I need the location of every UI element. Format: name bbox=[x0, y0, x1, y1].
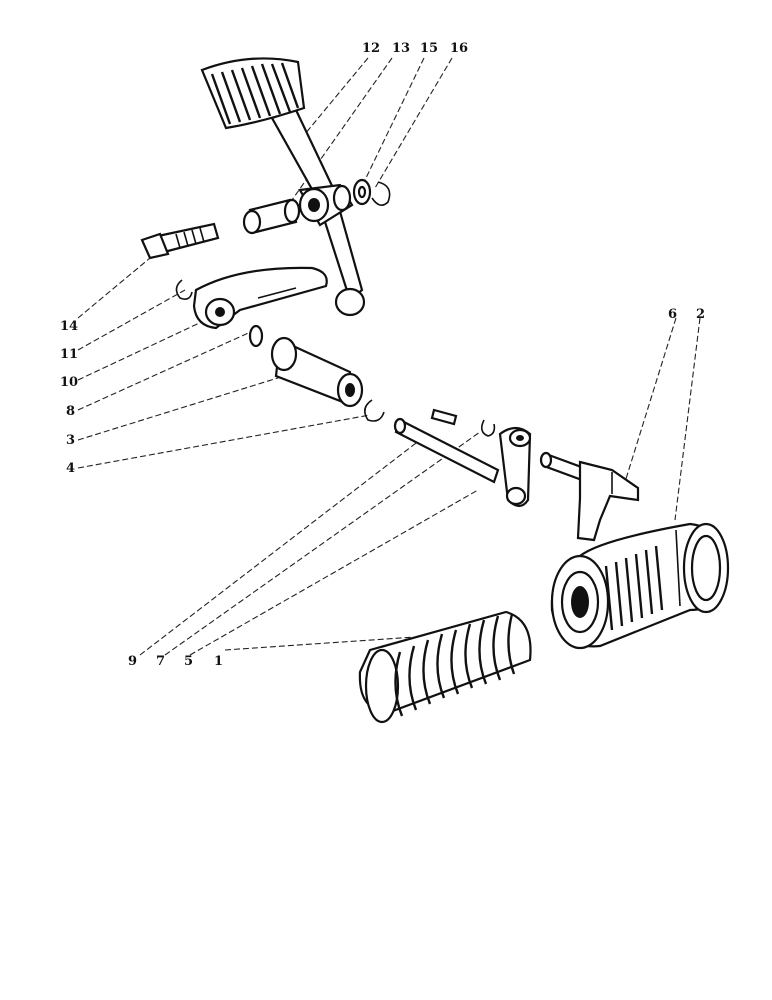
callout-labels: 12 13 15 16 14 11 10 8 3 4 6 2 9 7 5 1 bbox=[60, 41, 705, 669]
callout-4: 4 bbox=[66, 461, 75, 476]
release-fork bbox=[539, 451, 640, 542]
retaining-clip bbox=[480, 419, 496, 437]
callout-2: 2 bbox=[696, 307, 705, 322]
callout-15: 15 bbox=[420, 41, 438, 56]
callout-12: 12 bbox=[362, 41, 380, 56]
pedal-pad bbox=[200, 57, 306, 130]
shaft bbox=[270, 336, 364, 408]
callout-13: 13 bbox=[392, 41, 410, 56]
callout-10: 10 bbox=[60, 375, 78, 390]
cross-shaft bbox=[393, 417, 532, 508]
key bbox=[430, 408, 458, 426]
washer bbox=[352, 178, 372, 206]
lever-arm bbox=[192, 266, 328, 330]
circlip bbox=[371, 181, 391, 206]
callout-8: 8 bbox=[66, 404, 75, 419]
spring bbox=[358, 610, 532, 724]
callout-7: 7 bbox=[156, 654, 165, 669]
callout-3: 3 bbox=[66, 433, 75, 448]
callout-9: 9 bbox=[128, 654, 137, 669]
callout-6: 6 bbox=[668, 307, 677, 322]
circlip-small bbox=[175, 279, 193, 300]
bearing-sleeve bbox=[550, 522, 730, 650]
callout-14: 14 bbox=[60, 319, 78, 334]
pedal-lever bbox=[200, 57, 366, 317]
bush bbox=[242, 198, 301, 235]
callout-16: 16 bbox=[450, 41, 468, 56]
callout-11: 11 bbox=[60, 347, 78, 362]
leader-lines bbox=[77, 57, 701, 656]
callout-5: 5 bbox=[184, 654, 193, 669]
circlip-shaft bbox=[364, 399, 385, 422]
callout-1: 1 bbox=[214, 654, 223, 669]
seal-ring bbox=[248, 324, 264, 348]
bolt bbox=[140, 222, 220, 260]
